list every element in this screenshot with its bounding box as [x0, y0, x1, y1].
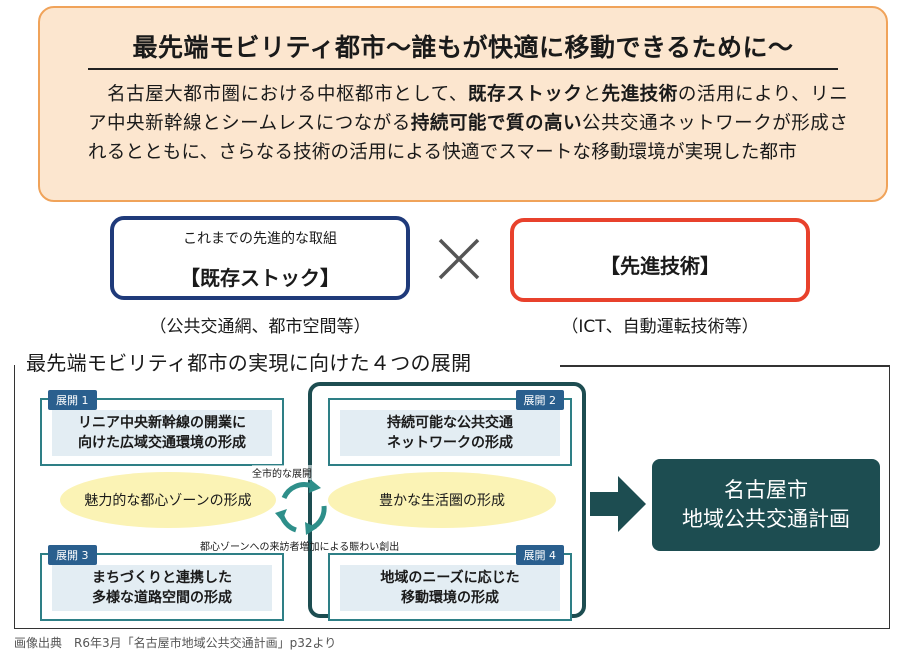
existing-stock-label: 【既存ストック】	[180, 266, 340, 290]
image-source-note: 画像出典 R6年3月「名古屋市地域公共交通計画」p32より	[14, 636, 337, 650]
development-tag: 展開 4	[515, 545, 564, 565]
vision-text: 公共交通ネットワークが形成されるとともに、さらなる技術の活用による快適でスマート…	[88, 113, 848, 163]
existing-stock-subtitle: これまでの先進的な取組	[183, 231, 337, 247]
vision-body: 名古屋大都市圏における中枢都市として、既存ストックと先進技術の活用により、リニア…	[88, 80, 848, 167]
frame-top-line	[560, 365, 890, 367]
development-tag: 展開 3	[48, 545, 97, 565]
existing-stock-caption: （公共交通網、都市空間等）	[149, 317, 371, 337]
cycle-top-label: 全市的な展開	[252, 465, 312, 480]
plan-city: 名古屋市	[724, 478, 808, 502]
vision-keyword: 持続可能で質の高い	[410, 113, 583, 134]
vision-text: と	[582, 84, 602, 105]
right-arrow-icon	[590, 476, 646, 532]
development-text: リニア中央新幹線の開業に向けた広域交通環境の形成	[52, 410, 272, 456]
development-text: 地域のニーズに応じた移動環境の形成	[340, 565, 560, 611]
transport-plan-box: 名古屋市 地域公共交通計画	[652, 459, 880, 551]
developments-frame	[14, 365, 890, 629]
multiplication-icon	[438, 238, 480, 280]
vision-text: 名古屋大都市圏における中枢都市として、	[88, 84, 468, 105]
central-zone-label: 魅力的な都心ゾーンの形成	[84, 493, 252, 509]
existing-stock-box: これまでの先進的な取組 【既存ストック】	[110, 216, 410, 300]
plan-title: 地域公共交通計画	[682, 507, 850, 531]
living-area-label: 豊かな生活圏の形成	[379, 493, 505, 509]
cycle-bottom-label: 都心ゾーンへの来訪者増加による賑わい創出	[200, 542, 400, 553]
development-tag: 展開 2	[515, 390, 564, 410]
vision-title-underline	[88, 68, 838, 70]
development-tag: 展開 1	[48, 390, 97, 410]
living-area-ellipse: 豊かな生活圏の形成	[328, 472, 556, 528]
central-zone-ellipse: 魅力的な都心ゾーンの形成	[60, 472, 276, 528]
development-card-1: 展開 1 リニア中央新幹線の開業に向けた広域交通環境の形成	[40, 390, 284, 466]
vision-keyword: 先進技術	[601, 84, 678, 105]
vision-keyword: 既存ストック	[467, 84, 583, 105]
development-card-4: 展開 4 地域のニーズに応じた移動環境の形成	[328, 545, 572, 621]
advanced-tech-box: 【先進技術】	[510, 218, 810, 302]
development-text: 持続可能な公共交通ネットワークの形成	[340, 410, 560, 456]
vision-box: 最先端モビリティ都市～誰もが快適に移動できるために～ 名古屋大都市圏における中枢…	[38, 6, 888, 202]
development-text: まちづくりと連携した多様な道路空間の形成	[52, 565, 272, 611]
vision-text: の活用により、リニア中央新幹線とシームレスにつながる	[88, 84, 848, 134]
section-title: 最先端モビリティ都市の実現に向けた４つの展開	[26, 347, 484, 376]
advanced-tech-label: 【先進技術】	[600, 254, 720, 278]
cycle-arrows-icon	[275, 479, 327, 535]
vision-title: 最先端モビリティ都市～誰もが快適に移動できるために～	[132, 33, 794, 62]
development-card-3: 展開 3 まちづくりと連携した多様な道路空間の形成	[40, 545, 284, 621]
advanced-tech-caption: （ICT、自動運転技術等）	[561, 317, 759, 337]
development-card-2: 展開 2 持続可能な公共交通ネットワークの形成	[328, 390, 572, 466]
